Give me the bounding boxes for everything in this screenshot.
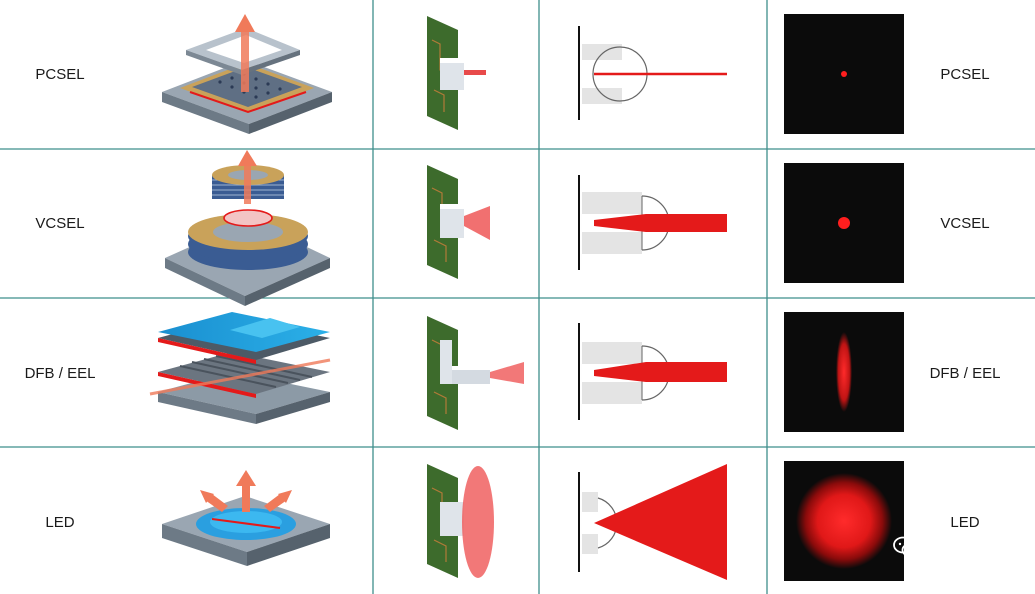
row-label-left-dfb-eel: DFB / EEL	[24, 365, 96, 382]
pcsel-package-illustration	[427, 16, 486, 130]
row-label-left-led: LED	[45, 514, 75, 531]
row-label-right-vcsel: VCSEL	[940, 215, 990, 232]
vcsel-far-field-pattern	[784, 163, 904, 283]
vcsel-beam-profile-illustration	[578, 175, 727, 270]
dfb-eel-beam-profile-illustration	[578, 323, 727, 420]
led-structure-illustration	[162, 470, 330, 566]
watermark: MEMS	[893, 536, 984, 558]
dfb-eel-package-illustration	[427, 316, 524, 430]
pcsel-beam-profile-illustration	[578, 26, 727, 120]
watermark-text: MEMS	[925, 536, 984, 557]
row-label-right-pcsel: PCSEL	[940, 66, 990, 83]
led-package-illustration	[427, 464, 494, 578]
row-label-left-vcsel: VCSEL	[35, 215, 85, 232]
pcsel-structure-illustration	[162, 14, 332, 134]
chat-bubble-icon	[893, 536, 919, 557]
row-label-right-led: LED	[950, 514, 980, 531]
vcsel-structure-illustration	[165, 150, 330, 306]
pcsel-far-field-pattern	[784, 14, 904, 134]
row-label-left-pcsel: PCSEL	[35, 66, 85, 83]
row-label-right-dfb-eel: DFB / EEL	[929, 365, 1001, 382]
dfb-eel-far-field-pattern	[784, 312, 904, 432]
vcsel-package-illustration	[427, 165, 490, 279]
dfb-eel-structure-illustration	[149, 312, 331, 424]
led-beam-profile-illustration	[578, 464, 727, 580]
led-far-field-pattern	[784, 461, 904, 581]
